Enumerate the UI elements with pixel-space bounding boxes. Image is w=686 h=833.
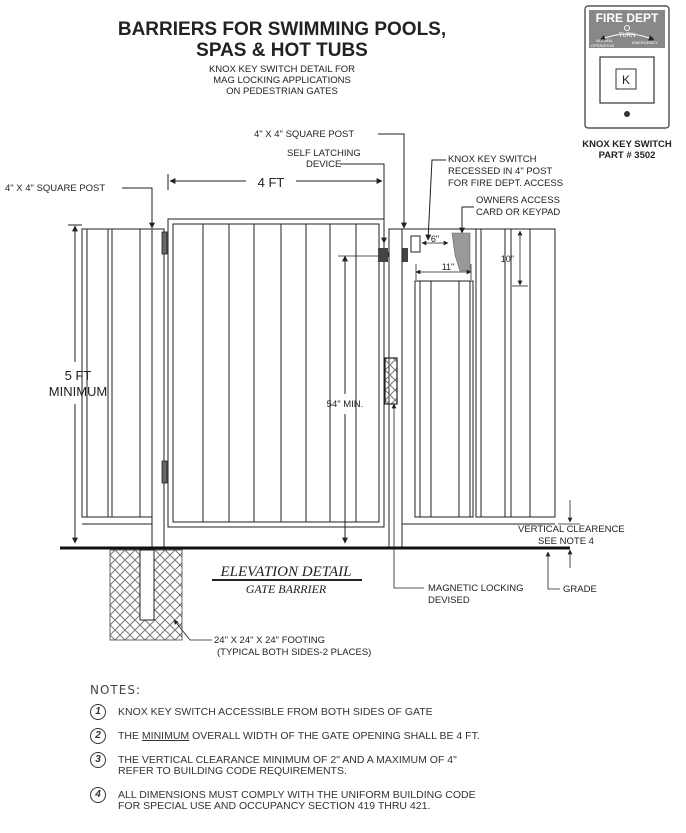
- knox-caption-2: PART # 3502: [599, 150, 656, 161]
- knox-label-2: RECESSED IN 4" POST: [448, 166, 552, 177]
- key-icon: K: [622, 73, 630, 87]
- owners-label-1: OWNERS ACCESS: [476, 195, 560, 206]
- magnetic-label-1: MAGNETIC LOCKING: [428, 583, 524, 594]
- post-top-label: 4" X 4" SQUARE POST: [254, 129, 354, 140]
- elevation-title: ELEVATION DETAIL: [220, 564, 352, 580]
- owners-label-2: CARD OR KEYPAD: [476, 207, 560, 218]
- gate-panel: [167, 218, 385, 528]
- left-post: [151, 228, 165, 549]
- note-4-line-2: FOR SPECIAL USE AND OCCUPANCY SECTION 41…: [118, 800, 431, 812]
- owners-keypad: [451, 232, 471, 272]
- knox-caption-1: KNOX KEY SWITCH: [582, 139, 672, 150]
- note-2-post: OVERALL WIDTH OF THE GATE OPENING SHALL …: [189, 730, 480, 742]
- subtitle-line-3: ON PEDESTRIAN GATES: [226, 86, 338, 97]
- hinge-top: [161, 231, 168, 255]
- note-3-line-1: THE VERTICAL CLEARANCE MINIMUM OF 2" AND…: [118, 754, 457, 766]
- note-3-line-2: REFER TO BUILDING CODE REQUIREMENTS.: [118, 765, 347, 777]
- subtitle-line-1: KNOX KEY SWITCH DETAIL FOR: [209, 64, 355, 75]
- knox-switch-device: FIRE DEPT TURN NORMAL OPERATION EMERGENC…: [584, 5, 670, 129]
- width-dimension-label: 4 FT: [258, 175, 285, 190]
- note-3: 3 THE VERTICAL CLEARANCE MINIMUM OF 2" A…: [90, 752, 680, 777]
- magnetic-lock: [384, 357, 398, 405]
- note-number-1: 1: [90, 704, 106, 720]
- title-line-2: SPAS & HOT TUBS: [196, 40, 368, 61]
- grade-label: GRADE: [563, 584, 597, 595]
- gate-barrier-subtitle: GATE BARRIER: [246, 582, 327, 596]
- dim-11-label: 11": [442, 262, 455, 272]
- knox-label-1: KNOX KEY SWITCH: [448, 154, 537, 165]
- title-line-1: BARRIERS FOR SWIMMING POOLS,: [118, 19, 446, 40]
- fire-dept-label: FIRE DEPT: [596, 11, 659, 25]
- knox-label-3: FOR FIRE DEPT. ACCESS: [448, 178, 563, 189]
- footing-label-2: (TYPICAL BOTH SIDES-2 PLACES): [217, 647, 371, 658]
- note-1: 1 KNOX KEY SWITCH ACCESSIBLE FROM BOTH S…: [90, 704, 680, 720]
- note-2-emphasis: MINIMUM: [141, 730, 190, 742]
- note-number-2: 2: [90, 728, 106, 744]
- note-number-4: 4: [90, 787, 106, 803]
- footing-label-1: 24" X 24" X 24" FOOTING: [214, 635, 325, 646]
- turn-label: TURN: [619, 33, 636, 39]
- self-latching-label-2: DEVICE: [306, 159, 341, 170]
- footing: [109, 549, 183, 641]
- min-54-label: 54" MIN.: [327, 399, 364, 410]
- hinge-bottom: [161, 460, 168, 484]
- note-number-3: 3: [90, 752, 106, 768]
- note-1-text: KNOX KEY SWITCH ACCESSIBLE FROM BOTH SID…: [118, 706, 433, 718]
- subtitle-line-2: MAG LOCKING APPLICATIONS: [213, 75, 351, 86]
- knox-switch-recess: [410, 235, 421, 253]
- fence-right-section: [402, 228, 556, 525]
- note-2: 2 THE MINIMUM OVERALL WIDTH OF THE GATE …: [90, 728, 680, 744]
- emergency-label: EMERGENCY: [632, 40, 658, 45]
- height-label-2: MINIMUM: [49, 384, 108, 399]
- note-4-line-1: ALL DIMENSIONS MUST COMPLY WITH THE UNIF…: [118, 789, 476, 801]
- post-left-label: 4" X 4" SQUARE POST: [5, 183, 105, 194]
- dim-6-label: 6": [431, 234, 439, 244]
- vertical-clearance-label-2: SEE NOTE 4: [538, 536, 594, 547]
- magnetic-label-2: DEVISED: [428, 595, 470, 606]
- operation-label: OPERATION: [591, 43, 614, 48]
- note-4: 4 ALL DIMENSIONS MUST COMPLY WITH THE UN…: [90, 787, 680, 812]
- height-label-1: 5 FT: [65, 368, 92, 383]
- normal-label: NORMAL: [596, 38, 614, 43]
- vertical-clearance-label-1: VERTICAL CLEARENCE: [518, 524, 625, 535]
- notes-section: NOTES: 1 KNOX KEY SWITCH ACCESSIBLE FROM…: [90, 683, 680, 825]
- notes-title: NOTES:: [90, 683, 141, 697]
- note-2-pre: THE: [118, 730, 142, 742]
- self-latching-label-1: SELF LATCHING: [287, 148, 361, 159]
- fence-left-section: [81, 228, 153, 525]
- dim-10-label: 10": [501, 254, 514, 264]
